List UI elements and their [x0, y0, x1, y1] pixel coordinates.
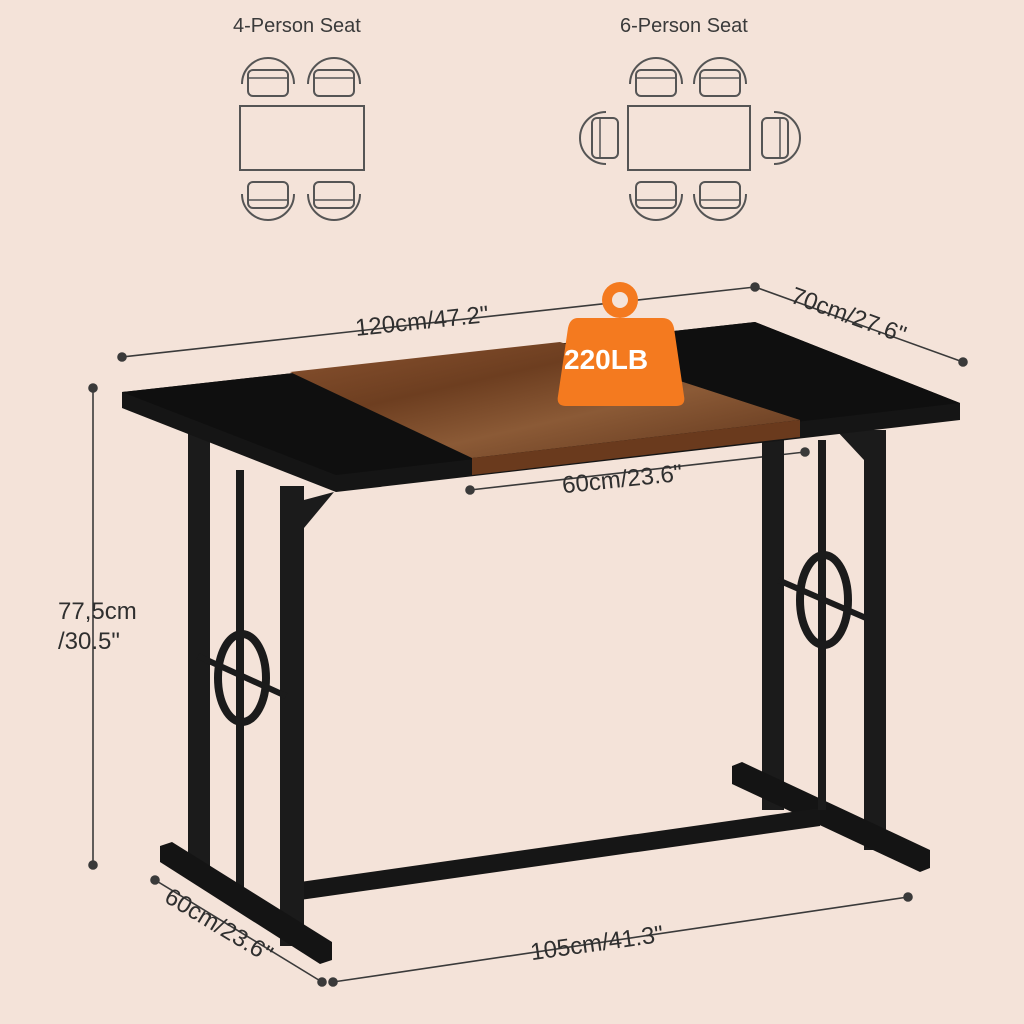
dimension-lines — [88, 282, 968, 987]
six-person-seat-title: 6-Person Seat — [620, 15, 748, 37]
four-person-seat-diagram — [239, 57, 365, 221]
height-dimension-metric: 77,5cm — [58, 598, 137, 625]
six-person-seat-diagram — [579, 57, 801, 221]
weight-capacity: 220LB — [564, 344, 649, 375]
four-person-seat-title: 4-Person Seat — [233, 15, 361, 37]
height-dimension-imperial: /30.5" — [58, 628, 120, 655]
dining-table — [122, 322, 960, 964]
weight-icon — [557, 282, 685, 406]
